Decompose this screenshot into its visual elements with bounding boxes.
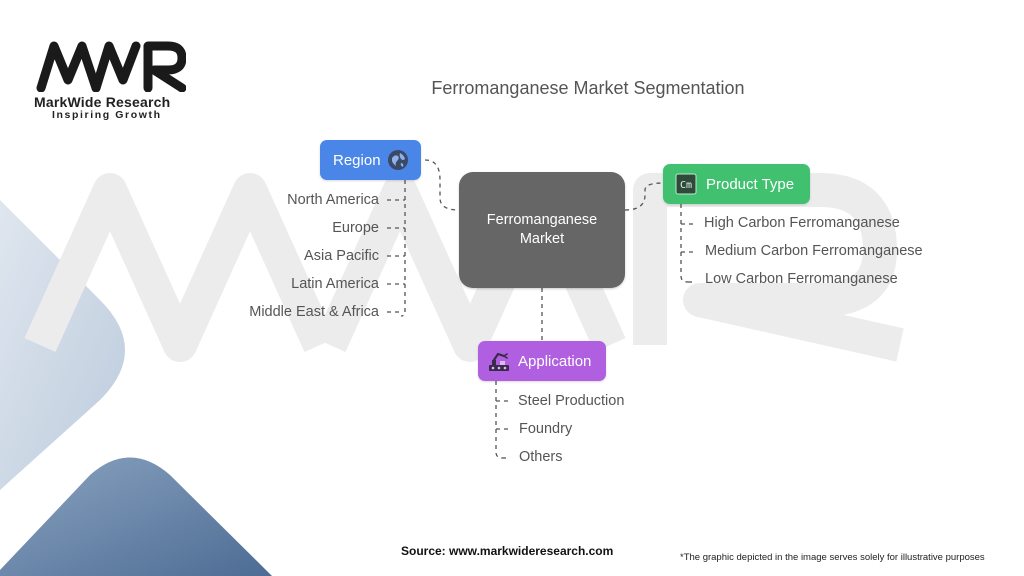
brand-tagline: Inspiring Growth — [52, 109, 162, 121]
connector-region-list — [400, 180, 406, 317]
product-item-low-carbon: Low Carbon Ferromanganese — [705, 271, 898, 287]
application-item-foundry: Foundry — [519, 421, 573, 437]
center-node-label: Ferromanganese Market — [486, 212, 598, 247]
region-item-asia-pacific: Asia Pacific — [304, 248, 379, 264]
product-type-label: Product Type — [706, 175, 795, 193]
disclaimer-note: *The graphic depicted in the image serve… — [680, 552, 985, 563]
region-item-middle-east-africa: Middle East & Africa — [249, 304, 379, 320]
region-item-north-america: North America — [287, 192, 379, 208]
brand-name: MarkWide Research — [34, 94, 171, 110]
decor-shape-dark — [0, 457, 272, 576]
brand-logo-mark — [36, 41, 186, 92]
decor-shape-light — [0, 200, 125, 490]
product-type-node: Cm Product Type — [663, 164, 810, 204]
center-node: Ferromanganese Market — [459, 172, 625, 288]
region-item-latin-america: Latin America — [291, 276, 379, 292]
factory-robot-icon — [488, 350, 510, 372]
connector-product-center — [624, 182, 664, 211]
source-note: Source: www.markwideresearch.com — [401, 544, 614, 558]
product-item-high-carbon: High Carbon Ferromanganese — [704, 215, 900, 231]
application-label: Application — [518, 352, 592, 370]
connector-region-center — [424, 159, 460, 211]
application-node: Application — [478, 341, 606, 381]
region-item-europe: Europe — [332, 220, 379, 236]
application-item-steel-production: Steel Production — [518, 393, 625, 409]
product-item-medium-carbon: Medium Carbon Ferromanganese — [705, 243, 923, 259]
region-label: Region — [333, 151, 381, 169]
connector-product-list — [680, 204, 689, 283]
element-symbol-text: Cm — [680, 180, 692, 191]
application-item-others: Others — [519, 449, 563, 465]
globe-icon — [387, 149, 409, 171]
region-node: Region — [320, 140, 421, 180]
connector-application-list — [495, 381, 503, 459]
element-cm-icon: Cm — [675, 173, 697, 195]
diagram-title: Ferromanganese Market Segmentation — [431, 78, 745, 98]
